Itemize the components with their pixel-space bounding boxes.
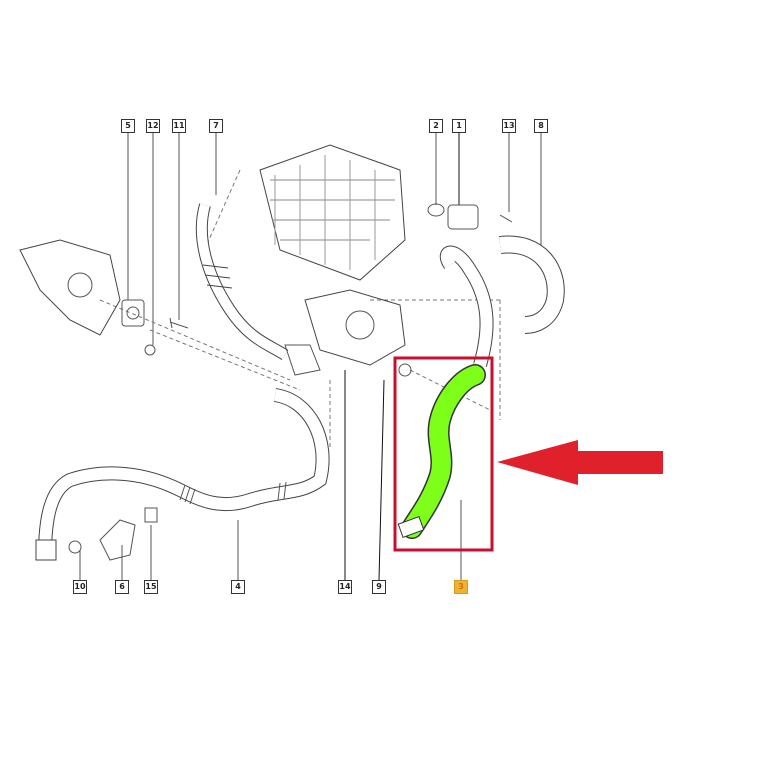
callout-box	[393, 356, 494, 552]
part-label-10: 10	[73, 580, 87, 594]
part-label-3-highlighted: 3	[454, 580, 468, 594]
red-arrow	[497, 440, 663, 485]
part-label-4: 4	[231, 580, 245, 594]
part-label-8: 8	[534, 119, 548, 133]
part-label-7: 7	[209, 119, 223, 133]
part-label-15: 15	[144, 580, 158, 594]
part-label-1: 1	[452, 119, 466, 133]
part-label-9: 9	[372, 580, 386, 594]
part-label-11: 11	[172, 119, 186, 133]
part-label-6: 6	[115, 580, 129, 594]
part-label-2: 2	[429, 119, 443, 133]
part-label-5: 5	[121, 119, 135, 133]
part-label-13: 13	[502, 119, 516, 133]
part-label-14: 14	[338, 580, 352, 594]
part-label-12: 12	[146, 119, 160, 133]
